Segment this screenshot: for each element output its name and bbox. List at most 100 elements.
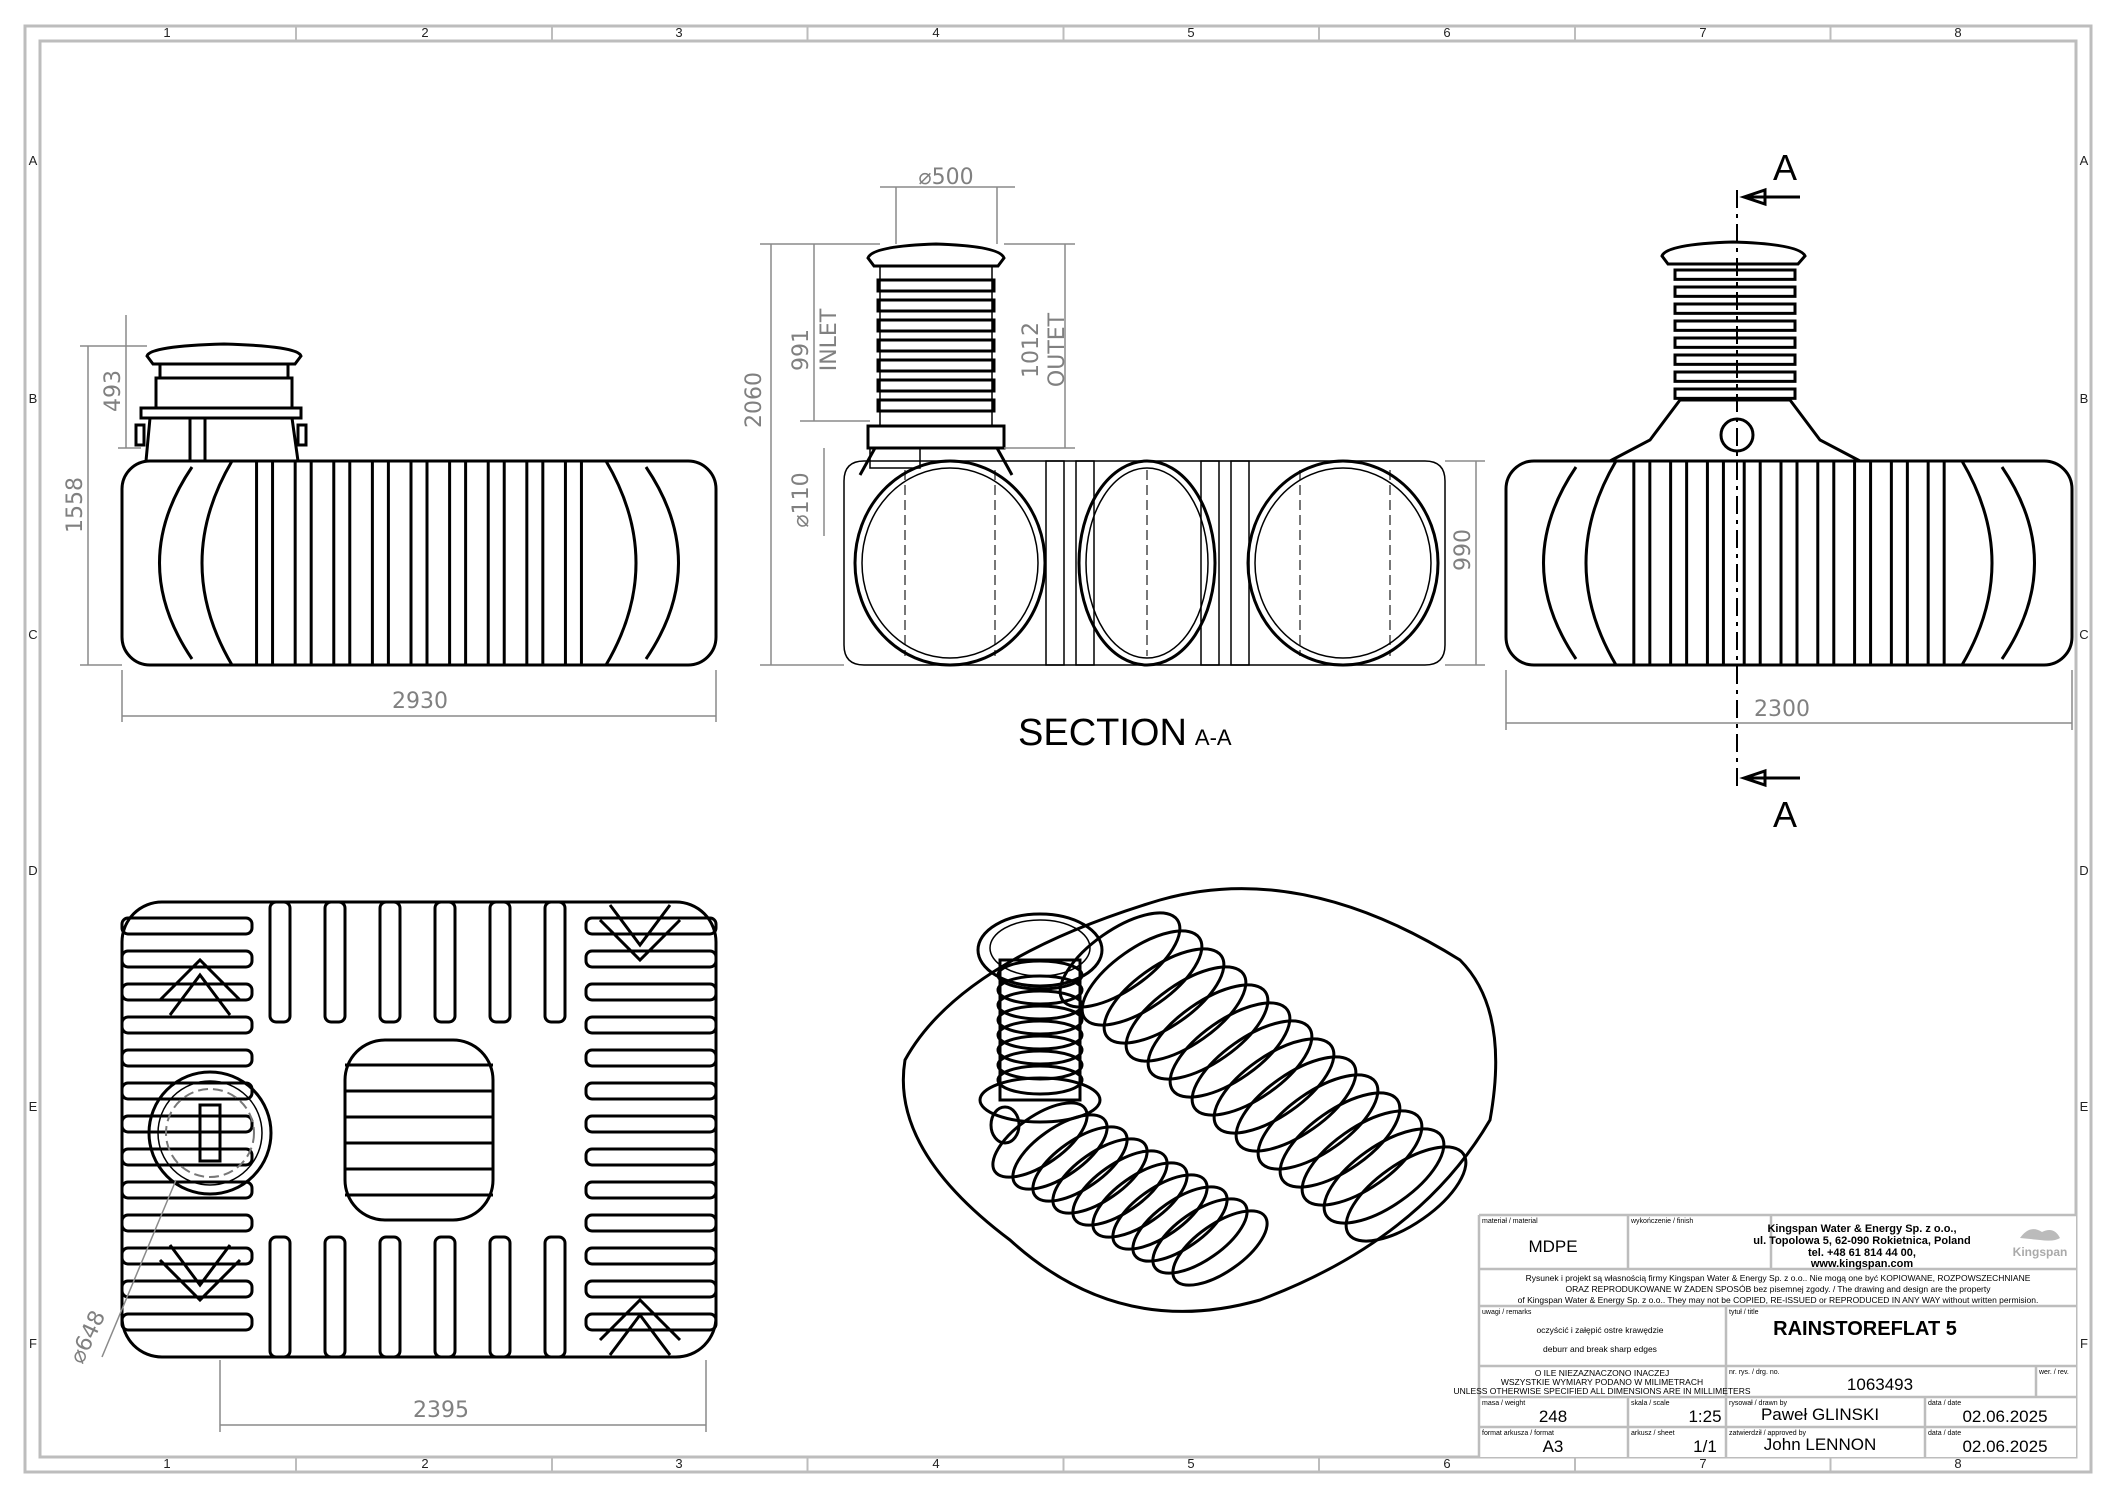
top-rib-bottom xyxy=(488,1235,512,1359)
top-rib-bottom xyxy=(323,1235,347,1359)
dim-outlet-1012: 1012 xyxy=(1019,322,1044,378)
dim-pipe-110: ⌀110 xyxy=(789,472,814,527)
riser-rib xyxy=(1673,268,1797,281)
zone-column-label: 2 xyxy=(421,1456,428,1471)
riser-rib xyxy=(1673,370,1797,383)
top-rib-right xyxy=(584,1048,718,1068)
company-phone: tel. +48 61 814 44 00, xyxy=(1808,1247,1916,1259)
end-tank-body xyxy=(1504,459,2074,667)
top-rib-right xyxy=(584,982,718,1002)
approved-by-label: zatwierdził / approved by xyxy=(1729,1430,1807,1437)
iso-corrugation xyxy=(1212,1037,1336,1135)
side-tank-rib xyxy=(563,459,583,667)
dim-riser-diameter-500: ⌀500 xyxy=(918,165,973,190)
dim-width-2300: 2300 xyxy=(1754,697,1810,722)
section-marker-bottom: A xyxy=(1773,794,1797,835)
top-rib-right xyxy=(584,1246,718,1266)
top-rib-left xyxy=(120,1279,254,1299)
dim-inlet-991: 991 xyxy=(789,329,814,371)
end-tank-rib xyxy=(1853,459,1873,667)
dim-cover-648: ⌀648 xyxy=(65,1307,111,1368)
remarks-label: uwagi / remarks xyxy=(1482,1309,1532,1316)
zone-column-label: 8 xyxy=(1954,1456,1961,1471)
zone-column-label: 3 xyxy=(675,1456,682,1471)
end-tank-rib xyxy=(1632,459,1652,667)
isometric-view xyxy=(901,887,1498,1313)
side-tank-end-dome xyxy=(644,466,680,660)
sheet-value: 1/1 xyxy=(1693,1437,1717,1456)
top-rib-left xyxy=(120,1048,254,1068)
iso-corrugation xyxy=(1111,1173,1209,1251)
top-rib-right xyxy=(584,1147,718,1167)
drawn-date-label: data / date xyxy=(1928,1400,1961,1407)
top-rib-left xyxy=(120,949,254,969)
remarks-en: deburr and break sharp edges xyxy=(1543,1344,1657,1354)
iso-corrugation xyxy=(1151,1197,1249,1275)
top-corner-rib xyxy=(598,904,682,963)
side-tank-rib xyxy=(486,459,506,667)
zone-row-label: A xyxy=(2080,153,2089,168)
top-rib-left xyxy=(120,1015,254,1035)
iso-corrugation xyxy=(1102,947,1226,1045)
riser-rib xyxy=(876,318,996,333)
zone-row-label: E xyxy=(29,1099,38,1114)
section-dimensions: ⌀500 2060 991 INLET 1012 OUTET ⌀110 990 xyxy=(742,165,1485,666)
top-corner-rib xyxy=(598,1297,682,1356)
end-tank-end-dome xyxy=(2000,466,2036,660)
zone-row-label: D xyxy=(28,863,37,878)
drawn-by-label: rysował / drawn by xyxy=(1729,1400,1787,1407)
top-rib-right xyxy=(584,1213,718,1233)
side-tank-end-dome xyxy=(158,466,194,660)
notice-line-2: ORAZ REPRODUKOWANE W ŻADEN SPOSÓB bez pi… xyxy=(1565,1284,1991,1294)
top-rib-left xyxy=(120,1312,254,1332)
end-tank-rib xyxy=(1779,459,1799,667)
top-rib-right xyxy=(584,916,718,936)
top-rib-top xyxy=(433,900,457,1024)
top-rib-right xyxy=(584,1015,718,1035)
section-arrow-top xyxy=(1739,187,1800,207)
iso-riser-rib xyxy=(996,989,1084,1021)
riser-rib xyxy=(876,378,996,393)
weight-value: 248 xyxy=(1539,1407,1567,1426)
riser-rib xyxy=(1673,302,1797,315)
zone-column-label: 4 xyxy=(932,1456,939,1471)
iso-corrugation xyxy=(1080,929,1204,1027)
drawn-by-value: Paweł GLINSKI xyxy=(1761,1405,1879,1424)
drg-no-value: 1063493 xyxy=(1847,1375,1913,1394)
iso-corrugation xyxy=(1344,1145,1468,1243)
rev-label: wer. / rev. xyxy=(2038,1369,2069,1376)
section-riser xyxy=(858,242,1014,476)
scale-label: skala / scale xyxy=(1631,1400,1670,1407)
iso-corrugation xyxy=(1124,965,1248,1063)
riser-rib xyxy=(1673,285,1797,298)
riser-rib xyxy=(876,298,996,313)
dimensions: 1558 493 2930 xyxy=(63,315,717,722)
inner-border xyxy=(38,39,2078,1459)
side-tank-rib xyxy=(255,459,275,667)
side-tank-rib xyxy=(409,459,429,667)
iso-corrugation xyxy=(1031,1125,1129,1203)
approved-by-value: John LENNON xyxy=(1764,1435,1876,1454)
top-rib-bottom xyxy=(433,1235,457,1359)
side-tank-end-dome xyxy=(200,460,234,666)
end-tank-end-dome xyxy=(1584,460,1618,666)
top-rib-bottom xyxy=(378,1235,402,1359)
finish-label: wykończenie / finish xyxy=(1630,1218,1693,1225)
section-rib xyxy=(1200,460,1220,666)
top-rib-left xyxy=(120,1081,254,1101)
iso-corrugation xyxy=(1300,1109,1424,1207)
side-tank-rib xyxy=(448,459,468,667)
riser-rib xyxy=(876,338,996,353)
side-tank-end-dome xyxy=(604,460,638,666)
side-view: 1558 493 2930 xyxy=(63,315,718,722)
svg-text:Kingspan: Kingspan xyxy=(2013,1245,2068,1259)
section-arrow-bottom xyxy=(1739,768,1800,788)
side-tank-rib xyxy=(293,459,313,667)
zone-column-label: 3 xyxy=(675,25,682,40)
top-corner-rib xyxy=(158,957,242,1016)
dim-length-2930: 2930 xyxy=(392,689,448,714)
end-tank-end-dome xyxy=(1542,466,1578,660)
